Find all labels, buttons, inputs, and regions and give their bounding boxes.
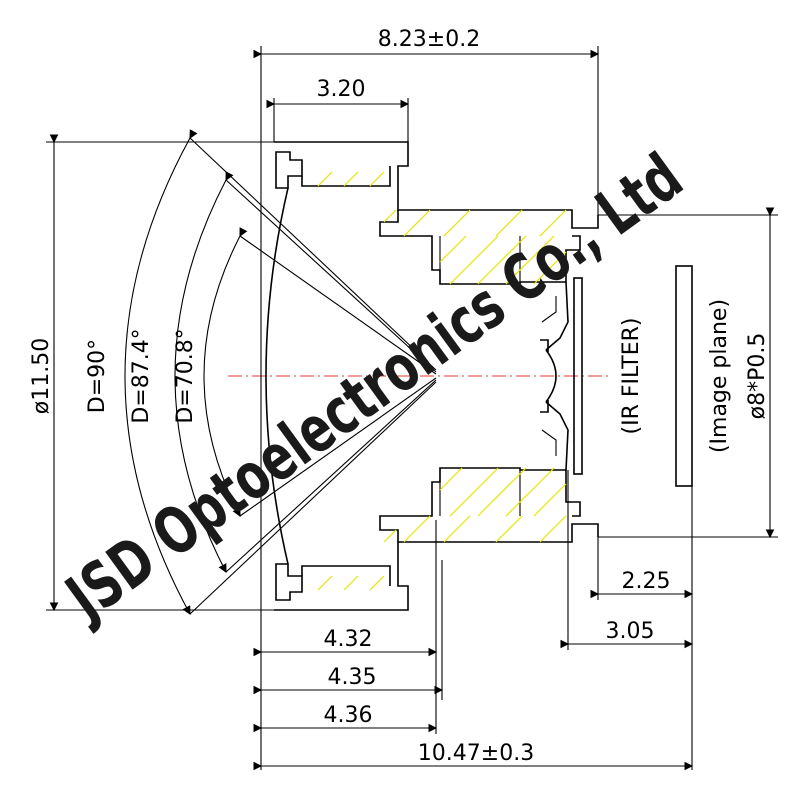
fov-d-90: D=90°: [85, 339, 110, 413]
dim-225: 2.25: [622, 569, 671, 594]
dim-305: 3.05: [606, 619, 655, 644]
dimension-lines: [46, 46, 778, 771]
dim-left-diameter: ø11.50: [29, 338, 54, 414]
dim-436: 4.36: [324, 703, 373, 728]
thread-label: ø8*P0.5: [745, 333, 770, 420]
dim-432: 4.32: [324, 627, 373, 652]
image-plane-label: (Image plane): [707, 299, 732, 453]
dim-top-inner: 3.20: [317, 77, 366, 102]
fov-d-70: D=70.8°: [173, 328, 198, 423]
hatch-upper: [317, 171, 567, 285]
ir-filter-label: (IR FILTER): [619, 318, 644, 435]
dim-435: 4.35: [328, 665, 377, 690]
hatch-lower: [317, 467, 567, 591]
dim-top-overall: 8.23±0.2: [378, 27, 480, 52]
fov-d-87: D=87.4°: [129, 328, 154, 423]
dim-overall: 10.47±0.3: [418, 741, 534, 766]
lens-body: [265, 141, 693, 611]
